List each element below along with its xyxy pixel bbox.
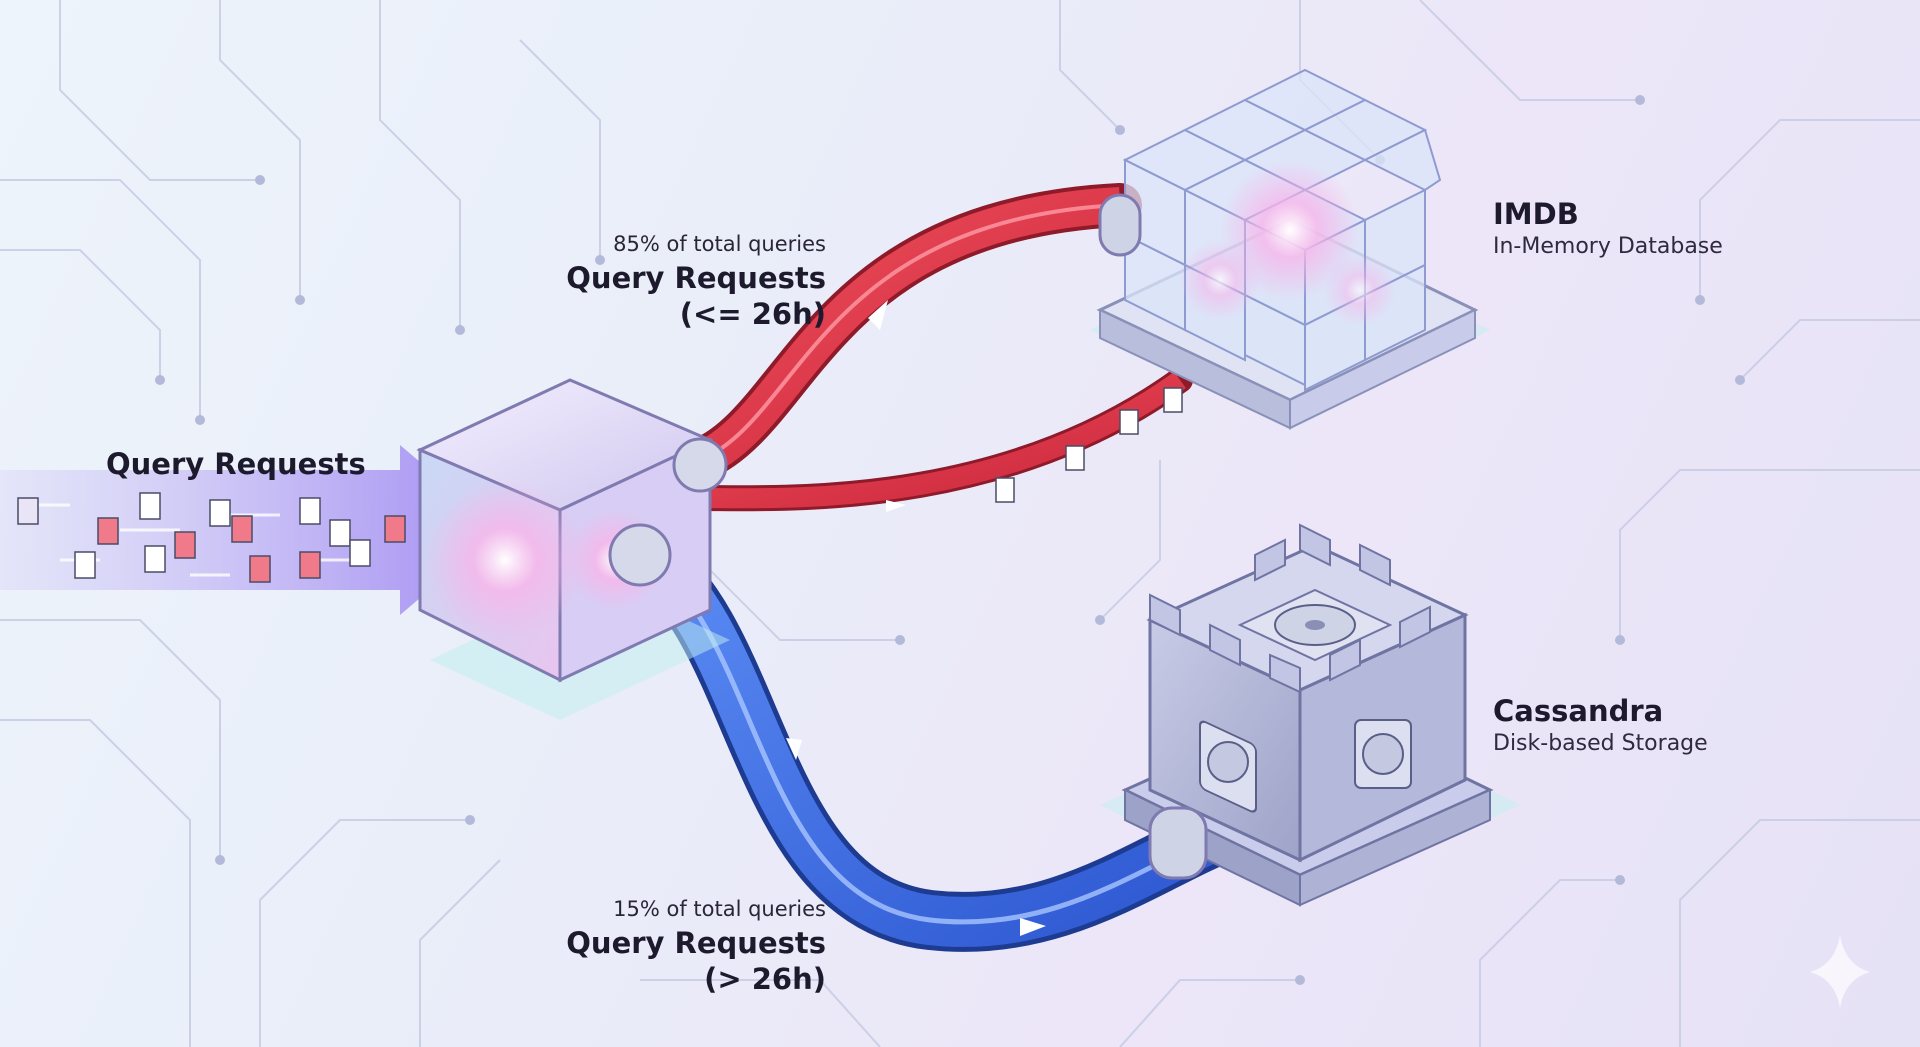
cassandra-name: Cassandra <box>1493 694 1664 728</box>
cold-route-title: Query Requests <box>566 926 826 960</box>
hot-route-label: 85% of total queries Query Requests (<= … <box>566 232 826 332</box>
cassandra-subtitle: Disk-based Storage <box>1493 731 1708 756</box>
cold-route-pipe <box>620 530 1260 952</box>
cassandra-label: Cassandra Disk-based Storage <box>1493 693 1708 756</box>
imdb-name: IMDB <box>1493 197 1579 231</box>
hot-route-share: 85% of total queries <box>613 232 826 256</box>
cold-route-label: 15% of total queries Query Requests (> 2… <box>566 897 826 997</box>
hot-route-pipe <box>678 183 1193 512</box>
hot-route-title: Query Requests <box>566 261 826 295</box>
imdb-subtitle: In-Memory Database <box>1493 234 1723 259</box>
flow-arrow-icon <box>786 738 802 760</box>
circuit-nodes <box>155 95 1745 985</box>
castle-disk-icon <box>1100 523 1520 907</box>
flow-arrow-icon <box>1020 918 1046 936</box>
cold-route-condition: (> 26h) <box>704 962 826 996</box>
flow-arrow-icon <box>886 500 906 512</box>
hot-route-condition: (<= 26h) <box>679 297 826 331</box>
imdb-label: IMDB In-Memory Database <box>1493 196 1723 259</box>
input-label: Query Requests <box>106 447 366 481</box>
cold-route-share: 15% of total queries <box>613 897 826 921</box>
sparkle-icon <box>1810 935 1870 1008</box>
cube-cluster-icon <box>1090 68 1490 430</box>
router-cube-icon <box>416 378 730 720</box>
flow-arrow-icon <box>868 300 888 330</box>
